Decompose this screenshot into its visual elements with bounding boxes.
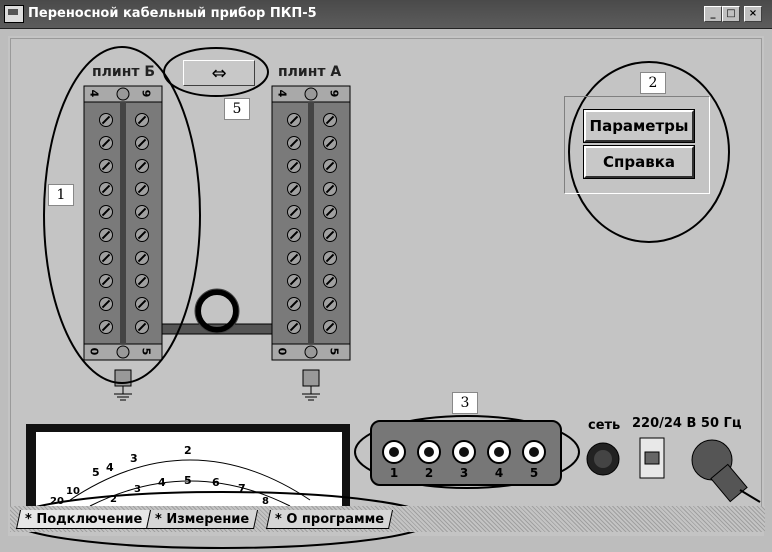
tab-connection[interactable]: * Подключение — [15, 510, 152, 529]
terminal-screw-icon[interactable] — [99, 251, 113, 265]
terminal-screw-icon[interactable] — [287, 182, 301, 196]
terminal-screw-icon[interactable] — [323, 297, 337, 311]
terminal-screw-icon[interactable] — [323, 182, 337, 196]
terminal-screw-icon[interactable] — [99, 297, 113, 311]
terminal-screw-icon[interactable] — [135, 136, 149, 150]
meter-label: 2 — [110, 494, 117, 505]
plint-a-num-5: 5 — [327, 347, 341, 356]
title-bar: Переносной кабельный прибор ПКП-5 _ □ × — [0, 0, 772, 29]
jack-4[interactable] — [487, 440, 511, 464]
jack-label: 5 — [529, 466, 539, 480]
terminal-screw-icon[interactable] — [99, 205, 113, 219]
terminal-screw-icon[interactable] — [323, 113, 337, 127]
meter-label: 10 — [66, 486, 80, 497]
jack-1[interactable] — [382, 440, 406, 464]
meter-label: 4 — [106, 461, 114, 474]
meter-label: 3 — [134, 484, 141, 495]
terminal-screw-icon[interactable] — [323, 205, 337, 219]
terminal-screw-icon[interactable] — [323, 228, 337, 242]
swap-plints-button[interactable]: ⇔ — [183, 60, 255, 86]
network-label: сеть — [588, 418, 621, 433]
meter-label: 6 — [212, 476, 220, 489]
meter-label: 4 — [158, 476, 166, 489]
meter-label: 2 — [184, 444, 192, 457]
marker-3: 3 — [452, 392, 478, 414]
meter-label: 20 — [50, 496, 64, 507]
terminal-screw-icon[interactable] — [287, 228, 301, 242]
jack-2[interactable] — [417, 440, 441, 464]
parameters-button[interactable]: Параметры — [584, 110, 694, 142]
jack-5[interactable] — [522, 440, 546, 464]
terminal-screw-icon[interactable] — [99, 136, 113, 150]
terminal-screw-icon[interactable] — [135, 113, 149, 127]
power-switch[interactable] — [640, 438, 664, 478]
terminal-screw-icon[interactable] — [99, 113, 113, 127]
terminal-screw-icon[interactable] — [287, 320, 301, 334]
tab-about[interactable]: * О программе — [265, 510, 394, 529]
terminal-screw-icon[interactable] — [99, 274, 113, 288]
plint-b-num-9: 9 — [139, 89, 153, 98]
terminal-screw-icon[interactable] — [323, 274, 337, 288]
terminal-screw-icon[interactable] — [99, 182, 113, 196]
maximize-button[interactable]: □ — [722, 6, 740, 22]
buttons-frame — [564, 96, 710, 194]
marker-5: 5 — [224, 98, 250, 120]
meter-label: 5 — [92, 466, 100, 479]
terminal-screw-icon[interactable] — [99, 159, 113, 173]
plint-b-num-4: 4 — [87, 89, 101, 98]
tab-measurement[interactable]: * Измерение — [145, 510, 259, 529]
terminal-screw-icon[interactable] — [135, 320, 149, 334]
voltage-label: 220/24 В 50 Гц — [632, 416, 742, 431]
jack-label: 1 — [389, 466, 399, 480]
plint-b-num-0: 0 — [87, 347, 101, 356]
plint-a-num-4: 4 — [275, 89, 289, 98]
close-button[interactable]: × — [744, 6, 762, 22]
terminal-screw-icon[interactable] — [323, 251, 337, 265]
terminal-screw-icon[interactable] — [323, 320, 337, 334]
meter-label: 5 — [184, 474, 192, 487]
window-title: Переносной кабельный прибор ПКП-5 — [28, 6, 317, 21]
marker-1: 1 — [48, 184, 74, 206]
terminal-screw-icon[interactable] — [135, 228, 149, 242]
jack-label: 4 — [494, 466, 504, 480]
marker-2: 2 — [640, 72, 666, 94]
jack-3[interactable] — [452, 440, 476, 464]
terminal-screw-icon[interactable] — [99, 228, 113, 242]
terminal-screw-icon[interactable] — [135, 251, 149, 265]
terminal-screw-icon[interactable] — [135, 274, 149, 288]
meter-label: 7 — [238, 482, 246, 495]
terminal-screw-icon[interactable] — [287, 113, 301, 127]
plint-b-num-5: 5 — [139, 347, 153, 356]
terminal-screw-icon[interactable] — [287, 205, 301, 219]
terminal-screw-icon[interactable] — [135, 205, 149, 219]
terminal-screw-icon[interactable] — [287, 159, 301, 173]
terminal-screw-icon[interactable] — [323, 136, 337, 150]
help-button[interactable]: Справка — [584, 146, 694, 178]
terminal-screw-icon[interactable] — [135, 182, 149, 196]
terminal-screw-icon[interactable] — [135, 297, 149, 311]
plint-b-label: плинт Б — [92, 64, 156, 80]
plint-a-num-0: 0 — [275, 347, 289, 356]
plint-a-label: плинт А — [278, 64, 342, 80]
terminal-screw-icon[interactable] — [99, 320, 113, 334]
jack-label: 3 — [459, 466, 469, 480]
terminal-screw-icon[interactable] — [323, 159, 337, 173]
meter-label: 8 — [262, 496, 269, 507]
terminal-screw-icon[interactable] — [287, 274, 301, 288]
jack-label: 2 — [424, 466, 434, 480]
power-plug-icon — [692, 440, 752, 500]
plint-a-num-9: 9 — [327, 89, 341, 98]
app-icon — [4, 5, 24, 23]
minimize-button[interactable]: _ — [704, 6, 722, 22]
meter-label: 3 — [130, 452, 138, 465]
terminal-screw-icon[interactable] — [287, 136, 301, 150]
terminal-screw-icon[interactable] — [287, 251, 301, 265]
terminal-screw-icon[interactable] — [287, 297, 301, 311]
terminal-screw-icon[interactable] — [135, 159, 149, 173]
